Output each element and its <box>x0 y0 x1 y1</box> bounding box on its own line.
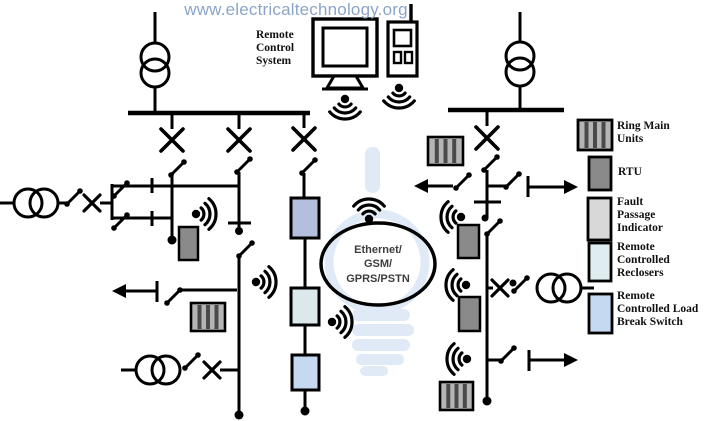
disconnect-switch-icon <box>180 350 203 373</box>
legend-item-remote-controlled-load-break-switch: Remote Controlled Load Break Switch <box>617 290 699 328</box>
legend-item-rtu: RTU <box>618 166 642 178</box>
disconnect-switch-icon <box>451 170 474 193</box>
cloud-line-1: Ethernet/ <box>354 244 402 256</box>
flow-arrow <box>414 179 428 193</box>
load-break-switch-box <box>290 353 321 392</box>
legend-load-break-switch-swatch <box>587 292 614 335</box>
network-cloud <box>319 221 437 307</box>
transformer-icon <box>535 272 583 304</box>
wifi-signal-icon <box>250 265 278 299</box>
legend-item-fault-passage-indicator: Fault Passage Indicator <box>617 196 663 234</box>
feeder-b <box>121 113 251 415</box>
disconnect-switch-icon <box>297 155 320 178</box>
rtu-box <box>457 295 482 333</box>
disconnect-switch-icon <box>109 210 132 233</box>
flow-arrow <box>112 284 126 298</box>
breaker-x-icon <box>490 278 510 298</box>
wifi-signal-icon <box>444 268 472 302</box>
legend-recloser-swatch <box>587 241 613 283</box>
disconnect-switch-icon <box>482 216 505 239</box>
terminal-dot <box>300 406 310 416</box>
wifi-signal-icon <box>445 342 473 376</box>
breaker-x-icon <box>82 193 102 213</box>
legend-rtu-swatch <box>587 155 613 192</box>
wifi-signal-icon <box>328 93 362 121</box>
site-url: www.electricaltechnology.org <box>184 0 408 19</box>
terminal-dot <box>482 396 492 406</box>
terminal-dot <box>509 279 517 287</box>
cloud-line-3: GPRS/PSTN <box>346 273 410 285</box>
disconnect-switch-icon <box>501 169 524 192</box>
feeder-a <box>110 113 239 240</box>
watermark-lightbulb-logo <box>324 147 430 376</box>
terminal-dot <box>481 214 489 222</box>
legend-ring-main-unit-swatch <box>576 118 614 152</box>
remote-control-system-label: Remote Control System <box>256 29 295 67</box>
recloser-box <box>289 286 321 327</box>
wifi-signal-icon <box>326 305 354 339</box>
transformer-icon <box>12 187 60 219</box>
legend-item-remote-controlled-reclosers: Remote Controlled Reclosers <box>617 241 670 279</box>
transformer-icon <box>504 40 536 88</box>
terminal-dot <box>167 235 177 245</box>
rtu-box <box>177 225 200 262</box>
breaker-x-icon <box>474 125 500 151</box>
breaker-x-icon <box>202 360 222 380</box>
ring-main-unit-box <box>438 380 475 412</box>
breaker-x-icon <box>159 127 185 153</box>
disconnect-switch-icon <box>62 186 85 209</box>
terminal-dot <box>235 227 243 235</box>
disconnect-switch-icon <box>479 152 502 175</box>
flow-arrow <box>564 353 578 367</box>
legend-item-ring-main-units: Ring Main Units <box>617 120 670 145</box>
disconnect-switch-icon <box>109 178 132 201</box>
monitor-icon <box>311 17 379 91</box>
wifi-signal-icon <box>190 197 218 231</box>
disconnect-switch-icon <box>162 285 185 308</box>
breaker-x-icon <box>226 127 252 153</box>
disconnect-switch-icon <box>496 343 519 366</box>
transformer-icon <box>139 41 171 89</box>
rtu-box <box>456 223 481 260</box>
transformer-icon <box>134 354 182 386</box>
cloud-line-2: GSM/ <box>364 258 392 270</box>
feeder-c <box>302 113 307 411</box>
handheld-radio-icon <box>386 4 419 78</box>
flow-arrow <box>564 180 578 194</box>
disconnect-switch-icon <box>234 238 257 261</box>
legend-fault-passage-indicator-swatch <box>586 196 613 242</box>
disconnect-switch-icon <box>166 157 189 180</box>
feeder-d <box>425 110 594 400</box>
load-break-switch-box <box>289 196 321 240</box>
wifi-signal-icon <box>382 82 416 110</box>
terminal-dot <box>234 410 244 420</box>
breaker-x-icon <box>291 126 317 152</box>
disconnect-switch-icon <box>232 154 255 177</box>
ring-main-unit-box <box>426 135 465 167</box>
ring-main-unit-box <box>189 301 227 333</box>
